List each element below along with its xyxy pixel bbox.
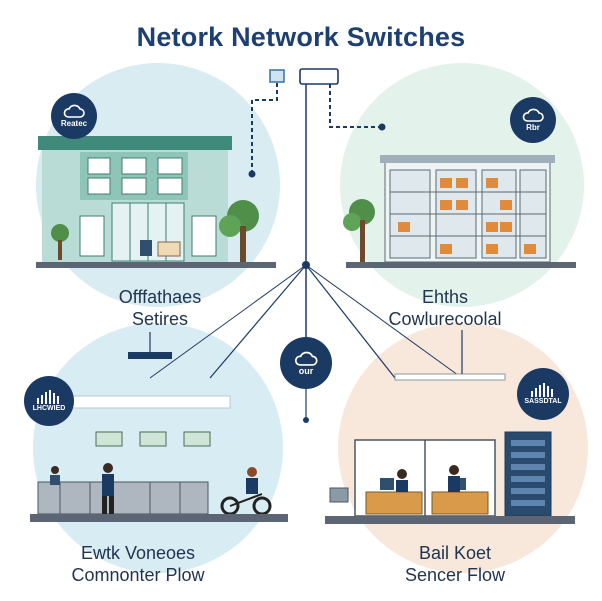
caption-line-1: Offfathaes — [118, 287, 202, 307]
caption-line-2: Setires — [131, 309, 189, 329]
top-small-node — [269, 69, 285, 83]
spoke-right-far — [305, 264, 463, 379]
badge-bottom-right: SASSDTAL — [517, 368, 569, 420]
central-hub: our — [280, 337, 332, 389]
badge-label: SASSDTAL — [524, 398, 562, 405]
caption-line-1: Ewtk Voneoes — [80, 543, 196, 563]
badge-label: Rbr — [526, 123, 540, 132]
caption-bottom-left: Ewtk Voneoes Comnonter Plow — [38, 542, 238, 586]
link-dot-right — [378, 123, 386, 131]
caption-line-1: Ehths — [421, 287, 469, 307]
spoke-left-far — [149, 264, 307, 379]
badge-label: LHCWIED — [32, 405, 66, 412]
signal-bars-icon — [531, 383, 553, 397]
badge-label: Reatec — [60, 119, 88, 128]
dashed-link-left — [251, 83, 278, 172]
caption-line-2: Comnonter Plow — [71, 565, 205, 585]
signal-bars-icon — [37, 390, 59, 404]
cloud-icon — [294, 351, 318, 366]
spoke-left — [209, 264, 307, 379]
office-building — [36, 136, 276, 268]
dashed-link-right — [329, 84, 380, 128]
badge-top-left: Reatec — [51, 93, 97, 139]
hub-label: our — [298, 365, 314, 376]
top-switch-box — [299, 68, 339, 85]
caption-line-1: Bail Koet — [418, 543, 492, 563]
caption-line-2: Cowlurecoolal — [388, 309, 502, 329]
cloud-icon — [522, 108, 544, 122]
badge-bottom-left: LHCWIED — [24, 376, 74, 426]
storage-facility — [343, 155, 576, 268]
spoke-right — [305, 264, 396, 379]
bottom-left-bg-circle — [33, 323, 283, 573]
workshop-floor — [30, 332, 288, 522]
server-room — [325, 330, 575, 524]
page-title: Netork Network Switches — [136, 22, 466, 52]
caption-bottom-right: Bail Koet Sencer Flow — [355, 542, 555, 586]
link-dot-left — [248, 170, 256, 178]
cloud-icon — [63, 104, 85, 118]
caption-top-left: Offfathaes Setires — [60, 286, 260, 330]
hub-bottom-dot — [303, 417, 309, 423]
caption-top-right: Ehths Cowlurecoolal — [345, 286, 545, 330]
badge-top-right: Rbr — [510, 97, 556, 143]
caption-line-2: Sencer Flow — [404, 565, 506, 585]
